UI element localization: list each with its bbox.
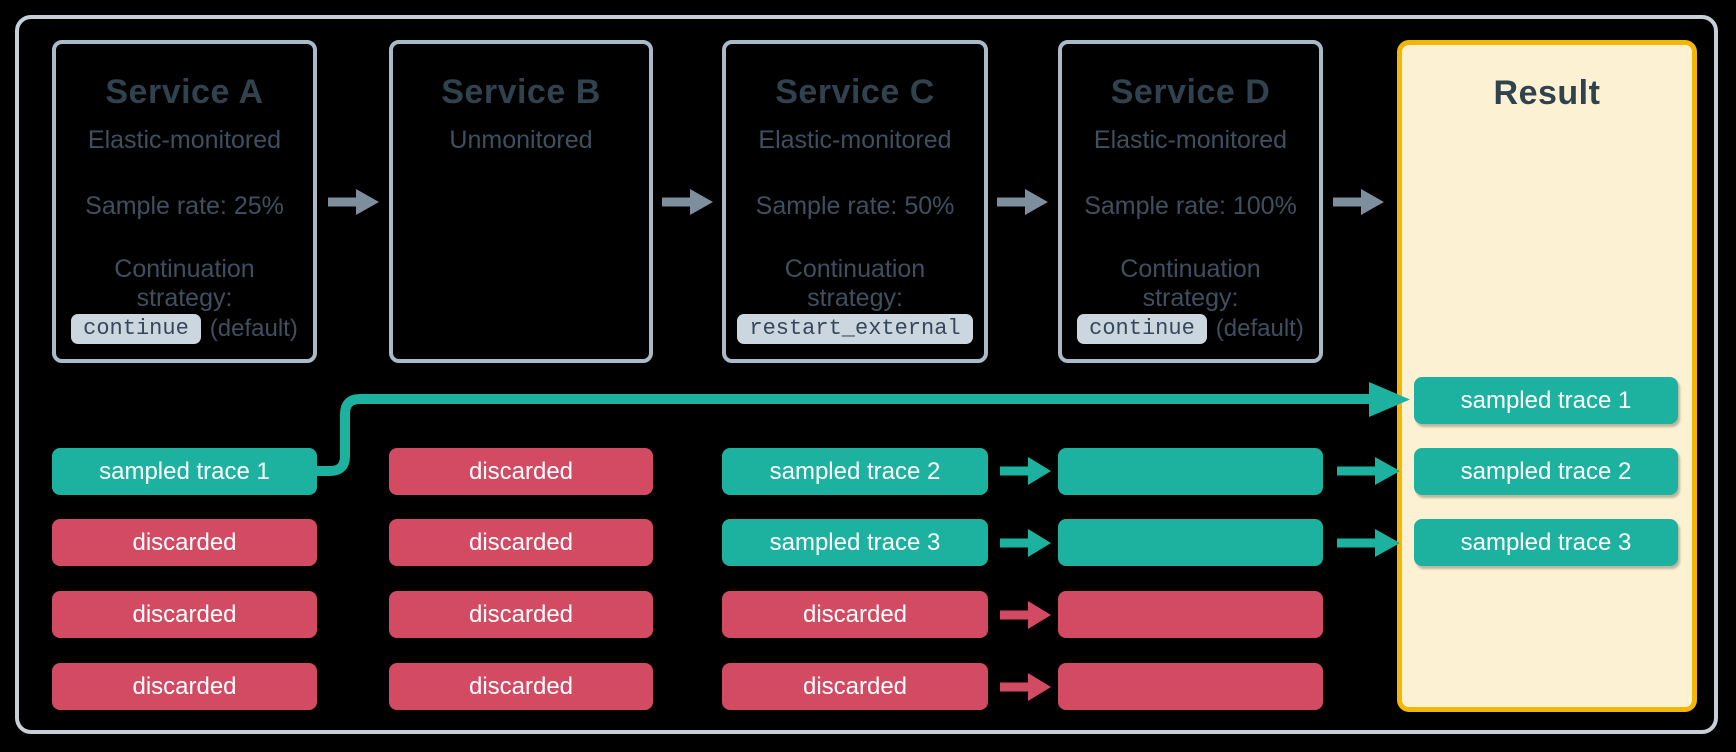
service-d-strategy-chip: continue [1077, 314, 1207, 344]
service-c-trace-pill-4: discarded [722, 663, 988, 710]
service-d-trace-pill-4 [1058, 663, 1323, 710]
service-d-strategy-label-1: Continuation [1120, 255, 1261, 283]
service-a-monitoring: Elastic-monitored [87, 126, 282, 154]
service-c-strategy-label-2: strategy: [807, 284, 903, 312]
service-d-trace-pill-1 [1058, 448, 1323, 495]
service-b-trace-pill-3: discarded [389, 591, 653, 638]
service-c-trace-pill-1: sampled trace 2 [722, 448, 988, 495]
service-d-strategy-suffix: (default) [1215, 315, 1304, 342]
service-d-trace-pill-3 [1058, 591, 1323, 638]
service-a-strategy-suffix: (default) [209, 315, 298, 342]
service-a-sample-rate: Sample rate: 25% [85, 192, 284, 220]
result-box: Result [1397, 40, 1697, 712]
service-a-strategy-label-1: Continuation [114, 255, 255, 283]
service-d-monitoring: Elastic-monitored [1093, 126, 1288, 154]
service-c-strategy-chip: restart_external [737, 314, 973, 344]
service-c-title: Service C [775, 73, 935, 111]
service-b-trace-pill-1: discarded [389, 448, 653, 495]
service-d-box: Service D Elastic-monitored Sample rate:… [1058, 40, 1323, 363]
service-a-trace-pill-2: discarded [52, 519, 317, 566]
service-b-monitoring: Unmonitored [449, 126, 593, 154]
service-c-box: Service C Elastic-monitored Sample rate:… [722, 40, 988, 363]
service-a-title: Service A [105, 73, 264, 111]
service-a-trace-pill-1: sampled trace 1 [52, 448, 317, 495]
service-b-trace-pill-2: discarded [389, 519, 653, 566]
service-d-title: Service D [1110, 73, 1271, 111]
pipeline-container [15, 15, 1718, 734]
service-d-strategy-label-2: strategy: [1142, 284, 1239, 312]
result-pill-2: sampled trace 2 [1414, 448, 1678, 495]
service-c-trace-pill-2: sampled trace 3 [722, 519, 988, 566]
service-a-box: Service A Elastic-monitored Sample rate:… [52, 40, 317, 363]
service-d-trace-pill-2 [1058, 519, 1323, 566]
service-c-trace-pill-3: discarded [722, 591, 988, 638]
service-c-strategy-label-1: Continuation [784, 255, 926, 283]
service-a-strategy-chip: continue [71, 314, 201, 344]
service-c-monitoring: Elastic-monitored [758, 126, 952, 154]
result-title: Result [1493, 74, 1601, 112]
service-b-title: Service B [441, 73, 601, 111]
service-a-trace-pill-3: discarded [52, 591, 317, 638]
service-a-trace-pill-4: discarded [52, 663, 317, 710]
service-b-box: Service B Unmonitored [389, 40, 653, 363]
service-a-strategy-label-2: strategy: [136, 284, 233, 312]
service-b-trace-pill-4: discarded [389, 663, 653, 710]
result-pill-3: sampled trace 3 [1414, 519, 1678, 566]
service-c-sample-rate: Sample rate: 50% [755, 192, 955, 220]
result-pill-1: sampled trace 1 [1414, 377, 1678, 424]
service-d-sample-rate: Sample rate: 100% [1084, 192, 1297, 220]
